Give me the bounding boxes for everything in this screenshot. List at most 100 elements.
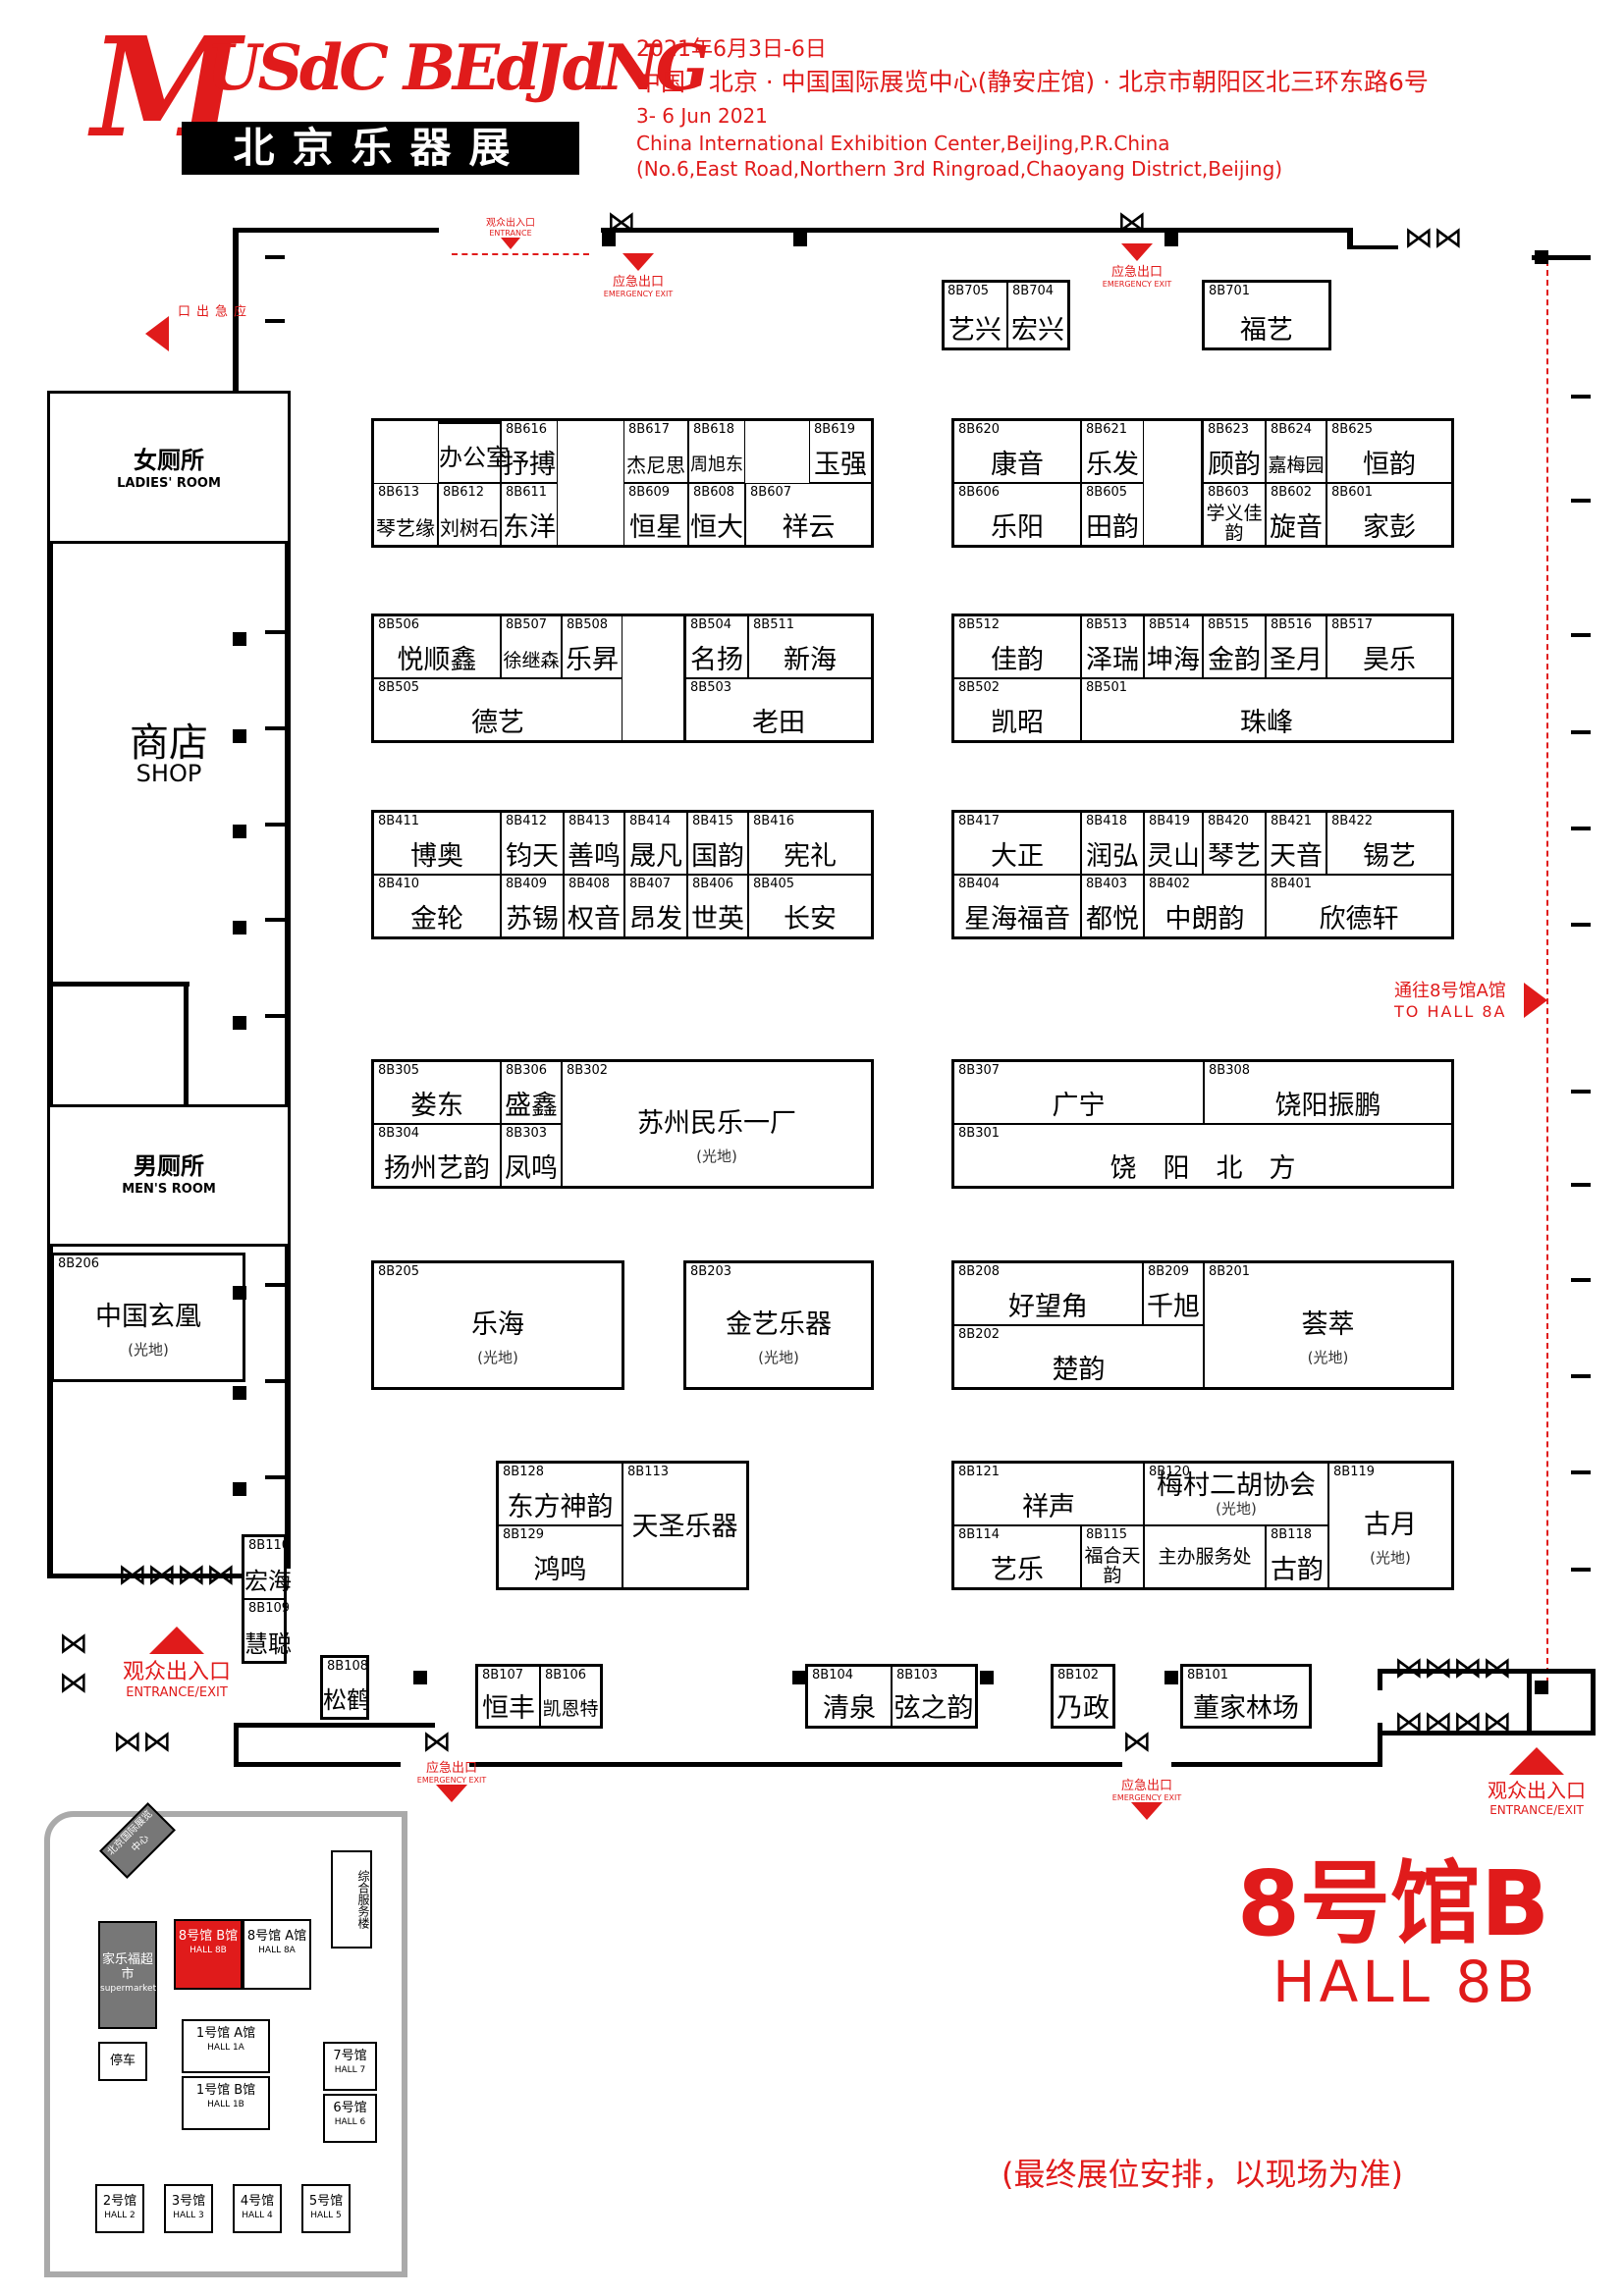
booth-exhibitor: 凯昭 bbox=[991, 708, 1044, 738]
booth-number: 8B611 bbox=[506, 485, 548, 500]
hall-title-en: HALL 8B bbox=[1272, 1949, 1540, 2015]
booth-block bbox=[371, 810, 874, 939]
booth-number: 8B202 bbox=[958, 1327, 1001, 1342]
booth-number: 8B603 bbox=[1208, 485, 1250, 500]
booth-number: 8B407 bbox=[629, 877, 672, 891]
